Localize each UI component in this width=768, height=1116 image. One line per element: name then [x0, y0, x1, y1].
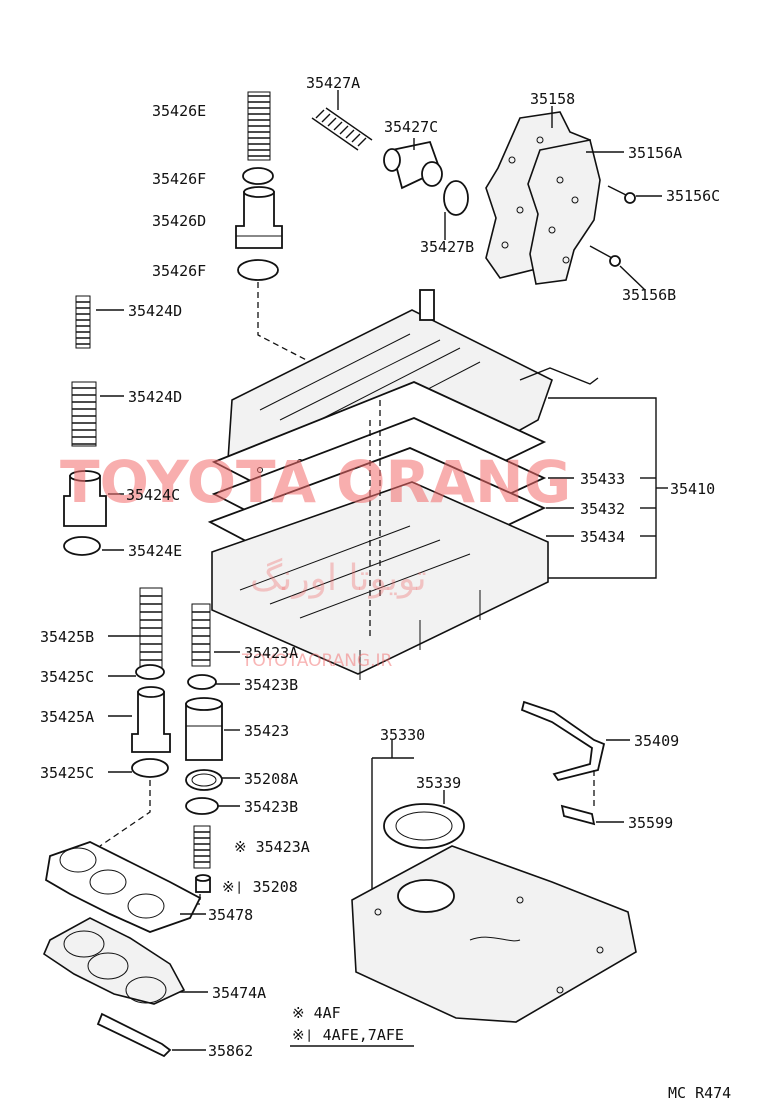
- oring-35423B-bottom: [185, 797, 219, 815]
- legend: ※ 4AF ※❘ 4AFE,7AFE: [290, 1004, 414, 1047]
- label-35434: 35434: [580, 528, 625, 546]
- plate-35862: [96, 1012, 172, 1058]
- bolt-35156B: [589, 245, 621, 267]
- spring-35424D-1: [75, 295, 91, 349]
- label-35425B: 35425B: [40, 628, 94, 646]
- label-35474A: 35474A: [212, 984, 266, 1002]
- plate-35599: [560, 804, 596, 826]
- label-35424D-1: 35424D: [128, 302, 182, 320]
- watermark-main: TOYOTA ORANG: [60, 448, 571, 516]
- label-35423B-top: 35423B: [244, 676, 298, 694]
- plate-35474A: [43, 917, 186, 1005]
- legend-line-1: ※ 4AF: [292, 1004, 341, 1022]
- label-35156A: 35156A: [628, 144, 682, 162]
- label-35426D: 35426D: [152, 212, 206, 230]
- spring-35423A-bottom: [193, 825, 211, 869]
- spring-35425B: [139, 587, 163, 671]
- label-35158: 35158: [530, 90, 575, 108]
- label-35425C-bottom: 35425C: [40, 764, 94, 782]
- spring-35423A-top: [191, 603, 211, 667]
- sleeve-35427C: [383, 140, 443, 190]
- plunger-35424C: [63, 470, 107, 527]
- label-35156B: 35156B: [622, 286, 676, 304]
- label-35330: 35330: [380, 726, 425, 744]
- label-35208: ※❘ 35208: [222, 878, 298, 896]
- label-35599: 35599: [628, 814, 673, 832]
- label-35427C: 35427C: [384, 118, 438, 136]
- oring-35424E: [63, 536, 101, 556]
- label-35425C-top: 35425C: [40, 668, 94, 686]
- figure-code: MC R474: [668, 1084, 731, 1102]
- label-35424E: 35424E: [128, 542, 182, 560]
- label-35426F-top: 35426F: [152, 170, 206, 188]
- oil-pan-35330: [351, 845, 637, 1023]
- label-35409: 35409: [634, 732, 679, 750]
- watermark-url: TOYOTAORANG.IR: [241, 651, 393, 671]
- label-35425A: 35425A: [40, 708, 94, 726]
- plug-35208: [195, 874, 211, 893]
- retainer-35208A: [185, 769, 223, 791]
- valve-body-lower: [211, 481, 549, 680]
- label-35424C: 35424C: [126, 486, 180, 504]
- label-35427B: 35427B: [420, 238, 474, 256]
- label-35156C: 35156C: [666, 187, 720, 205]
- valve-35426D: [235, 186, 283, 249]
- spring-35427A: [311, 107, 373, 151]
- oring-35425C-top: [135, 664, 165, 680]
- label-35339: 35339: [416, 774, 461, 792]
- label-35208A: 35208A: [244, 770, 298, 788]
- label-35423A-top: 35423A: [244, 644, 298, 662]
- oring-35426F-top: [242, 167, 274, 185]
- label-35426E: 35426E: [152, 102, 206, 120]
- bolt-35156C: [607, 185, 636, 204]
- spring-35424D-2: [71, 381, 97, 447]
- label-35862: 35862: [208, 1042, 253, 1060]
- label-35423B-bottom: 35423B: [244, 798, 298, 816]
- plate-35156A: [527, 139, 601, 285]
- label-35427A: 35427A: [306, 74, 360, 92]
- gasket-35478: [45, 841, 202, 933]
- oring-35425C-bottom: [131, 758, 169, 778]
- oring-35423B-top: [187, 674, 217, 690]
- legend-line-2: ※❘ 4AFE,7AFE: [292, 1026, 404, 1044]
- label-35433: 35433: [580, 470, 625, 488]
- oring-35427B: [443, 180, 469, 216]
- label-35424D-2: 35424D: [128, 388, 182, 406]
- label-35426F-bottom: 35426F: [152, 262, 206, 280]
- spring-35426E: [247, 91, 271, 161]
- label-35423A-bottom: ※ 35423A: [234, 838, 310, 856]
- label-35478: 35478: [208, 906, 253, 924]
- label-35410: 35410: [670, 480, 715, 498]
- bracket-35409: [520, 700, 606, 782]
- gasket-35339: [383, 803, 465, 849]
- valve-35425A: [131, 686, 171, 753]
- oring-35426F-bottom: [237, 259, 279, 281]
- label-35423: 35423: [244, 722, 289, 740]
- watermark-persian: تویوتا اورنگ: [250, 557, 427, 599]
- label-35432: 35432: [580, 500, 625, 518]
- valve-35423: [185, 697, 223, 761]
